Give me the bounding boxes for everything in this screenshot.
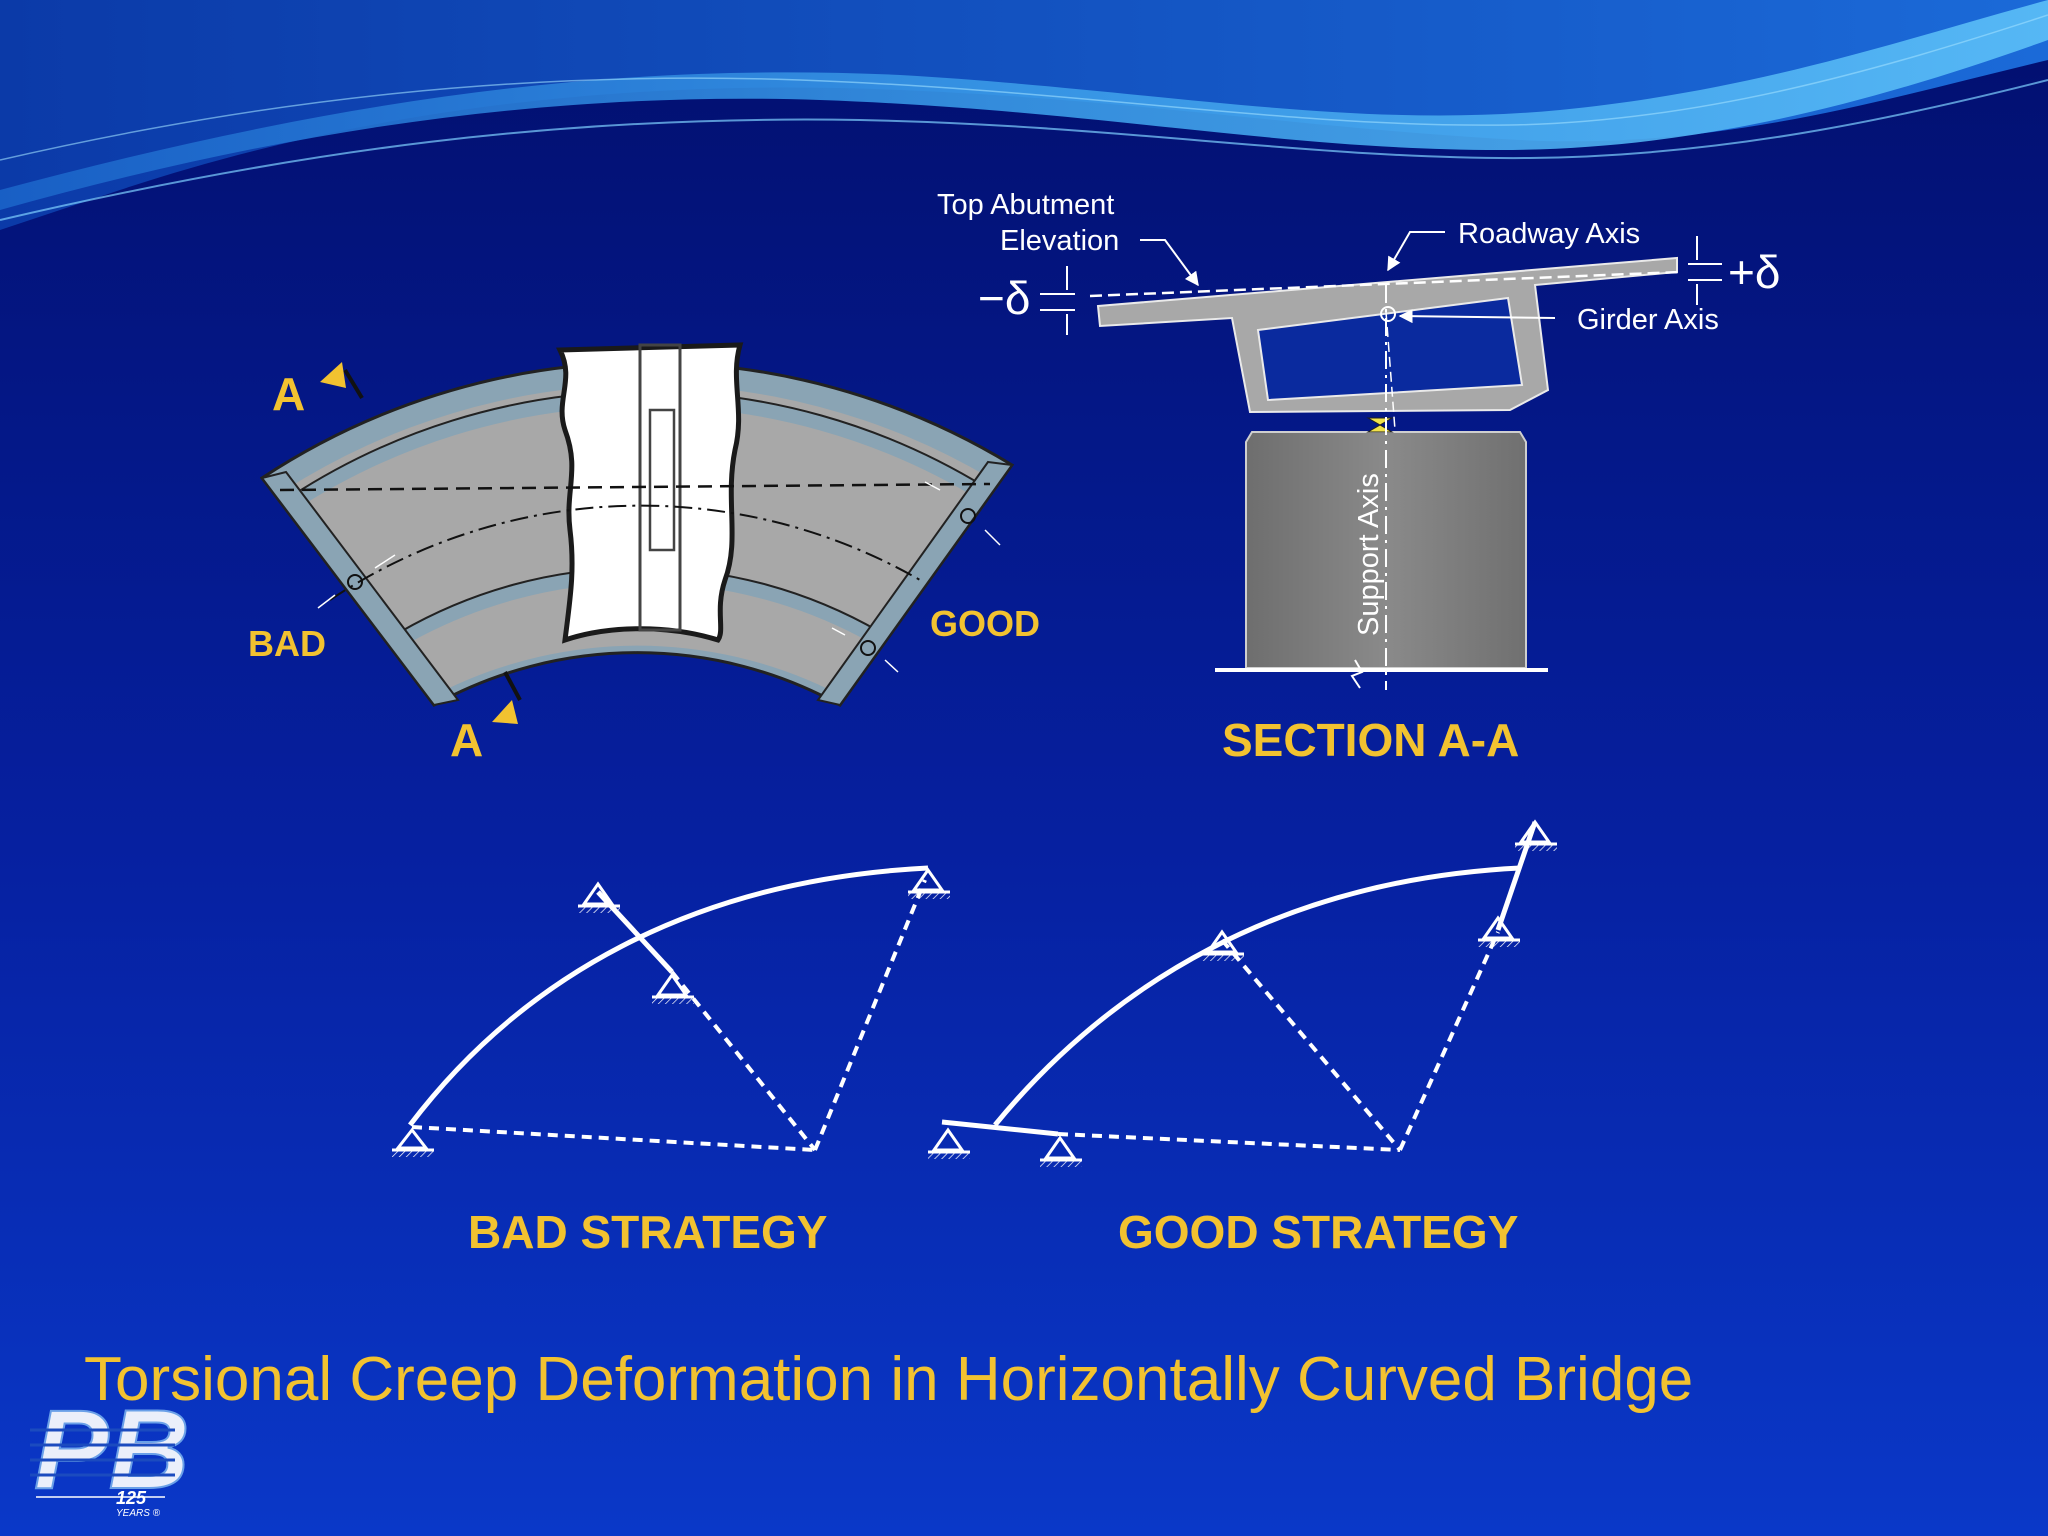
good-strategy-support-2 — [1040, 1135, 1082, 1167]
plan-label-good: GOOD — [930, 603, 1040, 644]
good-strategy-support-5 — [1515, 819, 1557, 851]
section-cut-marker-bottom — [492, 671, 522, 724]
bad-strategy-support-2 — [578, 881, 620, 913]
bad-strategy-girder-arc — [408, 865, 929, 1127]
plan-curved-axis — [329, 504, 921, 601]
section-label-support-axis: Support Axis — [1353, 473, 1385, 636]
good-strategy-support-1 — [928, 1127, 970, 1159]
plan-view — [259, 342, 1015, 724]
abutment-leader — [1140, 239, 1199, 287]
bad-strategy-support-1 — [392, 1127, 434, 1157]
section-abutment-elevation-line — [1089, 270, 1681, 298]
good-strategy-diagram — [928, 819, 1557, 1167]
logo-years-word: YEARS ® — [116, 1508, 161, 1519]
bad-strategy-support-4 — [908, 867, 950, 899]
good-strategy-support-4 — [1478, 915, 1520, 947]
bad-strategy-caption: BAD STRATEGY — [468, 1206, 828, 1258]
section-label-minus-delta: −δ — [978, 272, 1030, 324]
minus-delta-dimension — [1040, 266, 1075, 335]
logo-letters: PB — [34, 1387, 190, 1512]
logo-years-number: 125 — [116, 1488, 147, 1508]
plan-label-bad: BAD — [248, 623, 326, 664]
plan-right-abutment — [816, 460, 1014, 707]
plan-section-cut-label-top: A — [272, 368, 305, 420]
section-cut-marker-top — [320, 362, 364, 400]
plan-left-abutment — [260, 470, 460, 707]
section-caption: SECTION A-A — [1222, 714, 1519, 766]
section-label-girder-axis: Girder Axis — [1577, 304, 1719, 336]
plus-delta-dimension — [1688, 236, 1722, 305]
roadway-axis-leader — [1387, 231, 1445, 272]
plan-chord-line — [279, 482, 991, 492]
plan-section-cut-label-bottom: A — [450, 714, 483, 766]
good-strategy-caption: GOOD STRATEGY — [1118, 1206, 1518, 1258]
pb-logo: PB 125 YEARS ® — [30, 1386, 191, 1519]
section-view — [1040, 231, 1722, 690]
section-label-roadway-axis: Roadway Axis — [1458, 218, 1640, 250]
plan-bearings — [347, 508, 976, 656]
section-label-plus-delta: +δ — [1728, 246, 1780, 298]
bad-strategy-support-3 — [652, 972, 694, 1004]
header-wave-decoration — [0, 0, 2048, 230]
bad-strategy-diagram — [392, 865, 950, 1157]
girder-axis-leader — [1398, 309, 1556, 324]
slide-title: Torsional Creep Deformation in Horizonta… — [84, 1345, 1693, 1414]
section-label-top-abutment-line1: Top Abutment — [937, 189, 1114, 221]
section-label-top-abutment-line2: Elevation — [1000, 225, 1119, 257]
good-strategy-support-3 — [1202, 929, 1244, 961]
section-girder-axis-line — [1385, 311, 1396, 431]
